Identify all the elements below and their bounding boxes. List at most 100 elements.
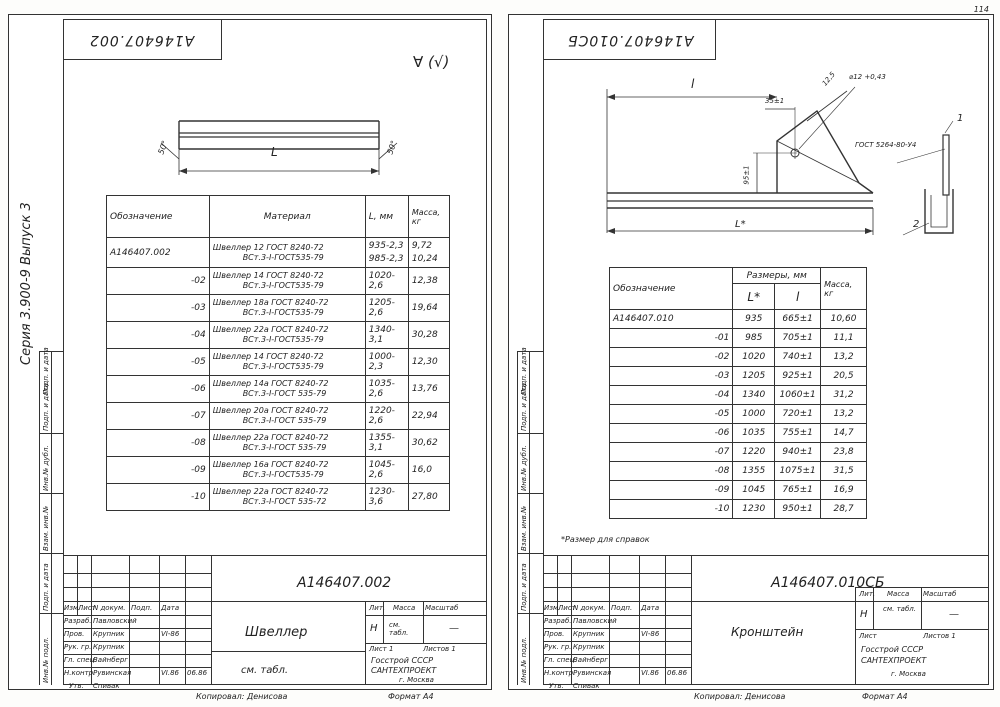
left-name-3: Крупник	[93, 643, 125, 651]
des-cell: -09	[106, 456, 210, 484]
right-role-2: Пров.	[544, 630, 565, 638]
left-date-2: VI.86	[161, 669, 179, 677]
roughness-symbol: ∀ (√)	[413, 53, 450, 71]
l-cell: 740±1	[774, 347, 822, 367]
right-name-2: Крупник	[573, 630, 605, 638]
left-name-6: Спивак	[93, 682, 120, 690]
right-code-box	[543, 19, 716, 60]
right-org3: г. Москва	[891, 670, 926, 678]
mass-value-2: 10,24	[411, 253, 438, 264]
des-cell: -08	[106, 429, 210, 457]
des-cell: -06	[608, 423, 734, 443]
l-cell: 705±1	[774, 328, 822, 348]
left-role-2: Пров.	[64, 630, 85, 638]
lstar-cell: 985	[732, 328, 776, 348]
spec-header-designation: Обозначение	[106, 195, 210, 238]
material-line-2: ВСт.3-I-ГОСТ 535-79	[242, 416, 327, 425]
l-cell: 940±1	[774, 442, 822, 462]
gost-label: ГОСТ 5264-80-У4	[855, 141, 917, 149]
material-line-1: Швеллер 16а ГОСТ 8240-72	[212, 460, 329, 469]
des-cell: -10	[106, 483, 210, 511]
left-mass: см. табл.	[389, 621, 409, 637]
left-spec-table: Обозначение Материал L, мм Масса, кг А14…	[106, 195, 451, 511]
lstar-cell: 1220	[732, 442, 776, 462]
left-side-label-2: Подп. и дата	[42, 563, 50, 611]
left-inner-frame	[63, 19, 487, 685]
spec-header-length: L, мм	[364, 195, 409, 238]
left-role-6: Утв.	[69, 682, 84, 690]
des-cell: -10	[608, 499, 734, 519]
right-role-6: Утв.	[549, 682, 564, 690]
mass-cell: 12,38	[407, 267, 451, 295]
right-sheet-num: Лист	[859, 632, 877, 640]
right-flipped-code: A146407.010СБ	[567, 32, 694, 48]
material-line-2: ВСт.3-I-ГОСТ 535-79	[242, 389, 327, 398]
mass-cell: 30,62	[407, 429, 451, 457]
des-cell: -09	[608, 480, 734, 500]
right-date-3: 06.86	[667, 669, 688, 677]
left-date-1: VI-86	[161, 630, 180, 638]
mass-cell: 28,7	[820, 499, 867, 519]
mass-cell: 12,30	[407, 348, 451, 376]
material-line-1: Швеллер 20а ГОСТ 8240-72	[212, 406, 329, 415]
dim-hole: ⌀12 +0,43	[849, 73, 886, 81]
des-cell: -03	[608, 366, 734, 386]
len-cell: 1355-3,1	[364, 429, 409, 457]
l-cell: 950±1	[774, 499, 822, 519]
mass-cell: 31,2	[820, 385, 867, 405]
des-cell: -08	[608, 461, 734, 481]
mass-cell: 13,2	[820, 404, 867, 424]
right-col-podp: Подп.	[611, 604, 633, 612]
left-col-date: Дата	[161, 604, 180, 612]
right-scale: —	[949, 609, 959, 620]
material-line-2: ВСт.3-I-ГОСТ535-79	[242, 252, 324, 262]
right-date-1: VI-86	[641, 630, 660, 638]
right-scale-label: Масштаб	[923, 590, 957, 598]
mass-cell: 19,64	[407, 294, 451, 322]
left-date-3: 06.86	[187, 669, 208, 677]
lstar-cell: 1020	[732, 347, 776, 367]
right-side-label-1: Инв.№ подл.	[520, 636, 528, 683]
left-org2: САНТЕХПРОЕКТ	[371, 666, 437, 675]
len-cell: 1000-2,3	[364, 348, 409, 376]
left-side-label-6: Подп. и дата	[42, 347, 50, 395]
spec-header-material: Материал	[208, 195, 366, 238]
left-scale-label: Масштаб	[425, 604, 459, 612]
right-role-5: Н.контр.	[544, 669, 576, 677]
mass-cell: 13,76	[407, 375, 451, 403]
right-part-name: Кронштейн	[731, 625, 804, 639]
left-side-label-3: Взам. инв.№	[42, 505, 50, 551]
left-side-label-1: Инв.№ подл.	[42, 636, 50, 683]
material-line-2: ВСт.3-I-ГОСТ 535-72	[242, 497, 327, 506]
right-org2: САНТЕХПРОЕКТ	[861, 656, 927, 665]
left-role-3: Рук. гр.	[64, 643, 92, 651]
material-line-2: ВСт.3-I-ГОСТ535-79	[242, 308, 324, 317]
left-format: Формат А4	[388, 692, 434, 701]
left-col-ndoc: N докум.	[93, 604, 126, 612]
left-copied: Копировал: Денисова	[196, 692, 288, 701]
right-mass-label: Масса	[887, 590, 910, 598]
material-line-2: ВСт.3-I-ГОСТ 535-79	[242, 443, 327, 452]
mass-cell: 11,1	[820, 328, 867, 348]
left-col-list: Лист	[78, 604, 96, 612]
len-cell: 1230-3,6	[364, 483, 409, 511]
left-org3: г. Москва	[399, 676, 434, 684]
